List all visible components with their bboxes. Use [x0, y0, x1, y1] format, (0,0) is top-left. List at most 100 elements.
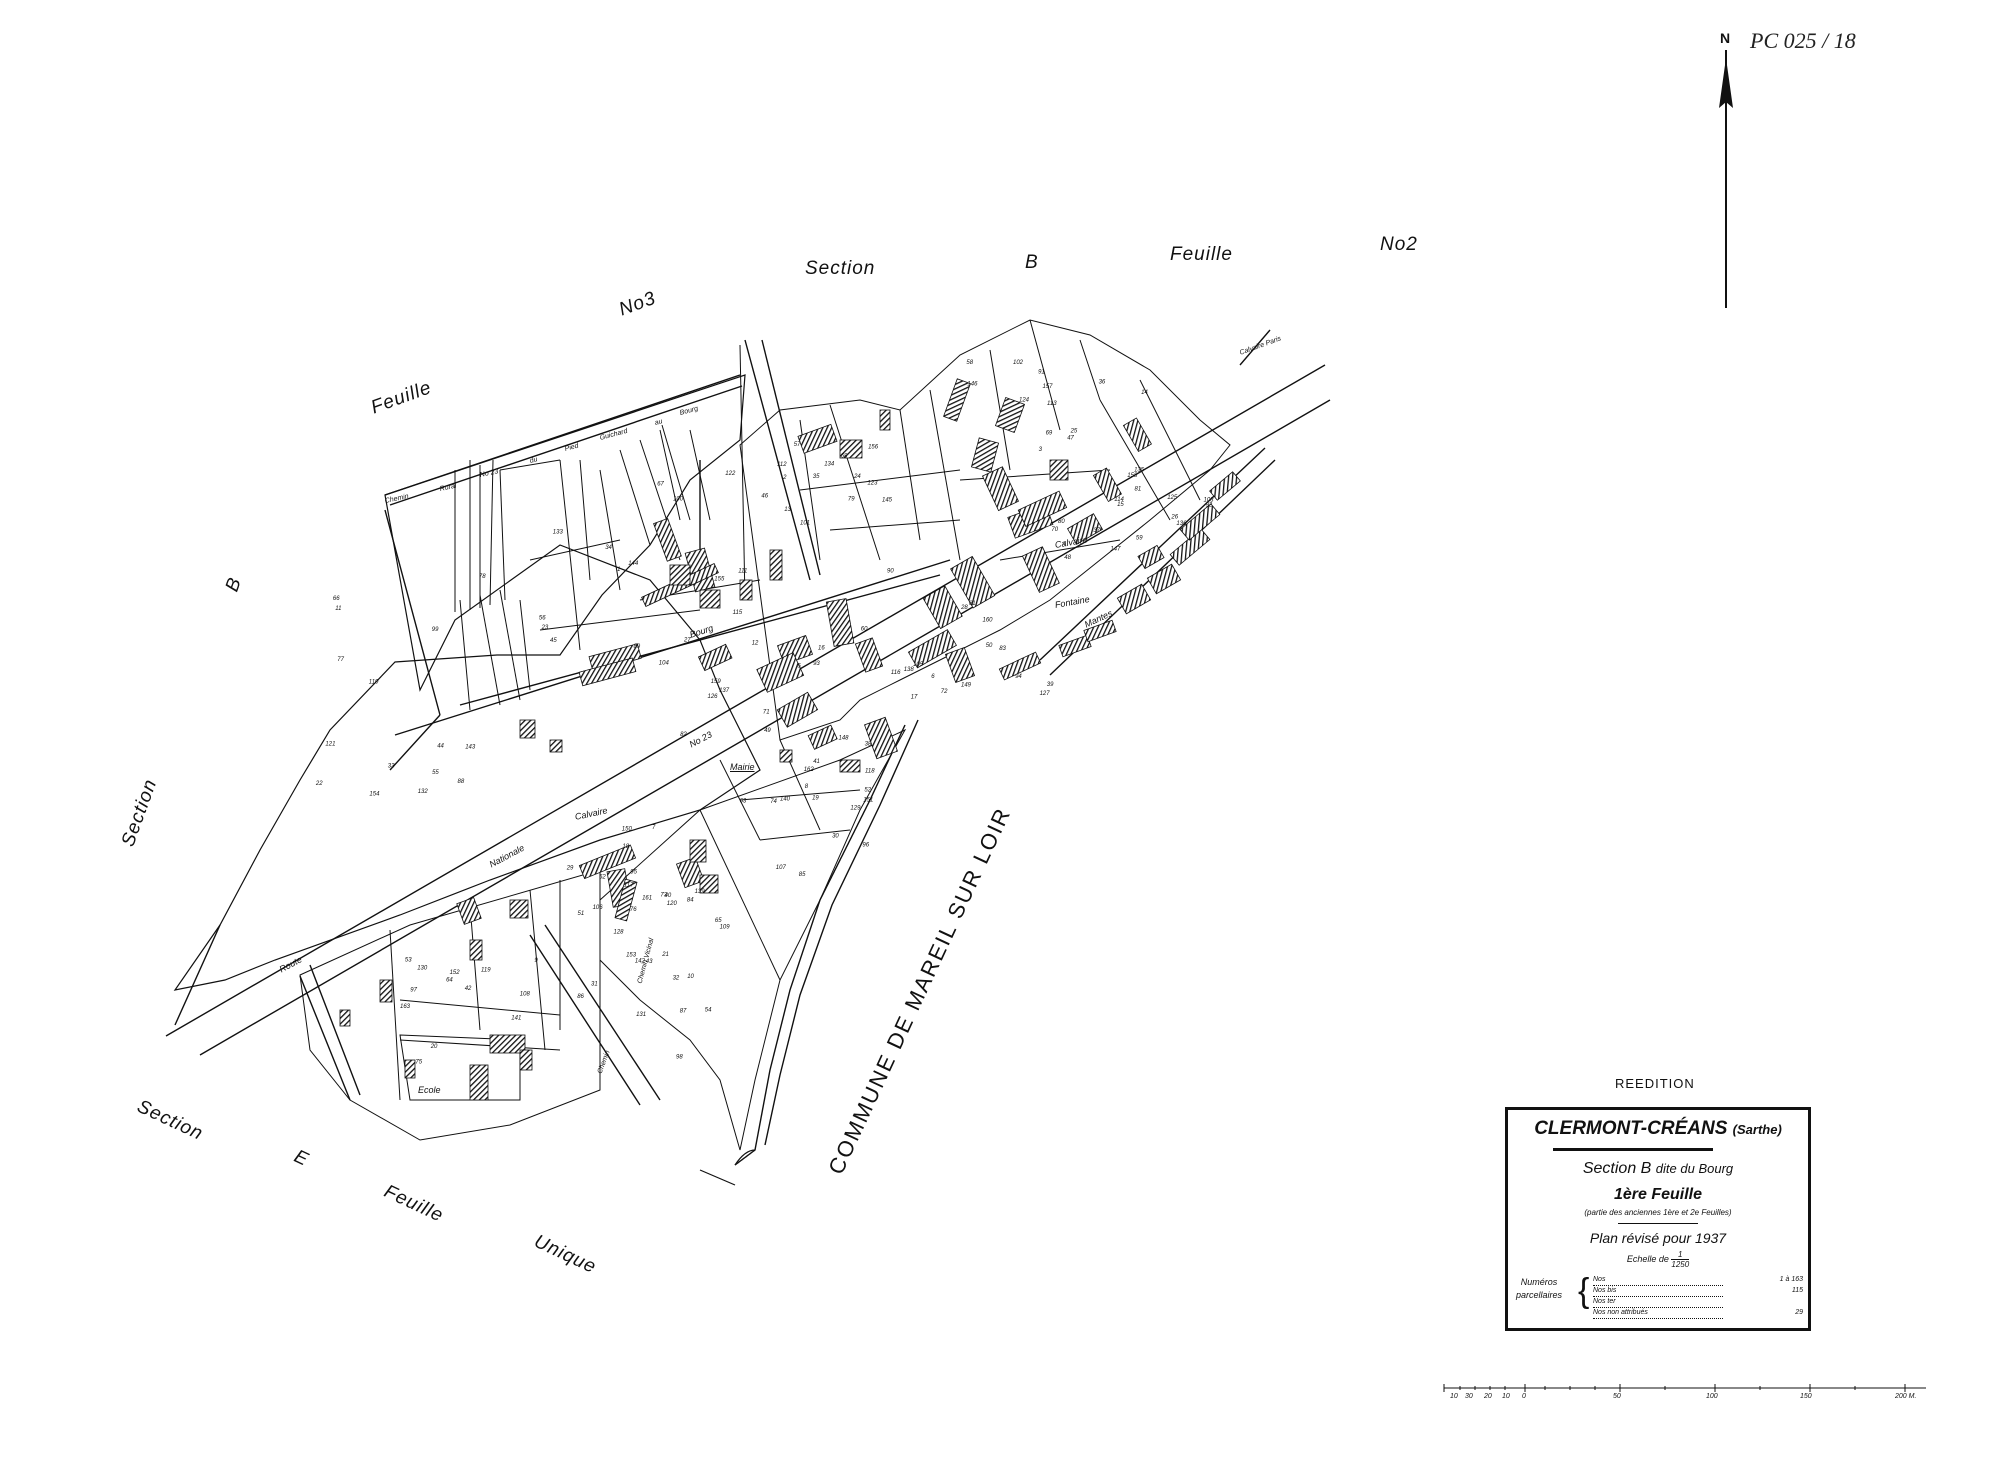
roads	[165, 329, 1331, 1166]
parcel-number: 44	[437, 743, 444, 749]
parcel-number: 81	[1135, 487, 1142, 493]
parcel-number: 34	[605, 545, 612, 551]
parcel-number: 7	[652, 825, 656, 831]
parcel-number: 107	[776, 865, 787, 871]
parcel-number: 120	[667, 901, 678, 907]
section-label: Section B	[1582, 1160, 1652, 1177]
parcel-number: 29	[566, 866, 574, 872]
parcel-number: 37	[1093, 528, 1100, 534]
parcel-number: 57	[794, 442, 801, 448]
label-section-b-2: Section	[805, 258, 876, 279]
parcel-number: 91	[1038, 370, 1045, 376]
legend-label: Nos non attribués	[1593, 1308, 1723, 1319]
parcel-number: 27	[683, 637, 691, 643]
parcel-number: 15	[1117, 502, 1124, 508]
parcel-number: 38	[865, 742, 872, 748]
parcel-number: 109	[720, 925, 731, 931]
legend-label: Nos	[1593, 1275, 1723, 1286]
parcel-number: 149	[961, 682, 972, 688]
parcel-number: 22	[315, 781, 323, 787]
parcel-number: 69	[1046, 431, 1053, 437]
parcel-number: 55	[432, 770, 439, 776]
parcel-number: 72	[941, 689, 948, 695]
parcel-number: 16	[818, 645, 825, 651]
parcel-number: 145	[882, 498, 893, 504]
department-name: (Sarthe)	[1732, 1122, 1782, 1137]
scale-tick-label: 20	[1484, 1393, 1492, 1400]
parcel-number: 161	[642, 895, 652, 901]
scale-bar	[1443, 1384, 1926, 1392]
parcel-number: 90	[887, 569, 894, 575]
parcel-number: 26	[1170, 514, 1178, 520]
parcel-number: 21	[661, 952, 669, 958]
parcel-number: 131	[636, 1012, 646, 1018]
parcel-number: 48	[1064, 555, 1071, 561]
parcel-number: 8	[805, 784, 809, 790]
parcel-number: 66	[333, 596, 340, 602]
north-label: N	[1720, 30, 1731, 46]
parcel-number: 59	[1136, 536, 1143, 542]
label-feuille-2: Feuille	[1170, 244, 1233, 265]
parcel-number: 132	[418, 789, 429, 795]
parcel-number: 28	[960, 605, 968, 611]
parcel-number: 110	[369, 679, 379, 685]
parcel-number: 155	[714, 577, 725, 583]
parcel-number: 63	[740, 799, 747, 805]
parcel-number: 89	[634, 644, 641, 650]
parcel-number: 86	[577, 994, 584, 1000]
parcel-number: 118	[865, 769, 875, 775]
parcel-number: 61	[969, 601, 976, 607]
parcel-number: 128	[614, 930, 625, 936]
parcel-number: 94	[1015, 674, 1022, 680]
parcel-number: 70	[1051, 527, 1058, 533]
north-arrow-icon	[1719, 50, 1733, 308]
scale-line: Echelle de 1 1250	[1508, 1250, 1808, 1269]
legend-brace: {	[1578, 1272, 1590, 1310]
parcel-number: 11	[335, 606, 341, 612]
parcel-number: 151	[863, 797, 873, 803]
parcel-number: 124	[1019, 398, 1030, 404]
parcel-number: 10	[687, 974, 694, 980]
title-cartouche: CLERMONT-CRÉANS (Sarthe) Section B dite …	[1505, 1107, 1811, 1331]
parcel-number: 52	[864, 788, 871, 794]
commune-title: CLERMONT-CRÉANS (Sarthe)	[1508, 1118, 1808, 1140]
parcel-number: 97	[410, 988, 417, 994]
parcel-number: 18	[622, 844, 629, 850]
parcel-number: 125	[1167, 495, 1178, 501]
parcel-number: 83	[999, 646, 1006, 652]
parcel-number: 46	[761, 494, 768, 500]
parcel-number: 111	[738, 568, 747, 574]
parcel-number: 146	[967, 382, 978, 388]
parcel-number: 102	[1013, 360, 1024, 366]
parcel-number: 144	[628, 561, 639, 567]
legend-row: Nos ter	[1593, 1297, 1803, 1308]
parcel-number: 47	[1067, 435, 1074, 441]
parcel-number: 157	[1043, 384, 1054, 390]
legend-title-2: parcellaires	[1516, 1290, 1563, 1300]
parcel-number: 35	[813, 474, 820, 480]
parcel-number: 6	[931, 674, 935, 680]
parcel-number: 1	[617, 567, 620, 573]
parcel-number: 147	[1110, 547, 1121, 553]
parcel-number: 143	[465, 745, 476, 751]
parcel-number: 116	[891, 670, 901, 676]
revision-year: 1937	[1694, 1230, 1727, 1246]
parcel-number: 17	[911, 695, 918, 701]
parcel-number: 137	[719, 688, 730, 694]
parcel-number: 104	[659, 661, 670, 667]
parcel-number: 96	[862, 843, 869, 849]
scale-tick-label: 50	[1613, 1393, 1621, 1400]
section-name: dite du Bourg	[1655, 1161, 1734, 1176]
parcel-number: 150	[622, 826, 633, 832]
parcel-number: 126	[708, 694, 719, 700]
parcel-number: 114	[1114, 497, 1124, 503]
label-ecole: Ecole	[418, 1085, 441, 1095]
parcel-number: 84	[687, 897, 694, 903]
label-mairie: Mairie	[730, 762, 755, 772]
handwritten-reference: PC 025 / 18	[1750, 28, 1856, 53]
parcel-number: 95	[630, 869, 637, 875]
parcel-number: 75	[415, 1059, 422, 1065]
parcel-number: 141	[511, 1015, 521, 1021]
parcel-number: 71	[763, 709, 770, 715]
